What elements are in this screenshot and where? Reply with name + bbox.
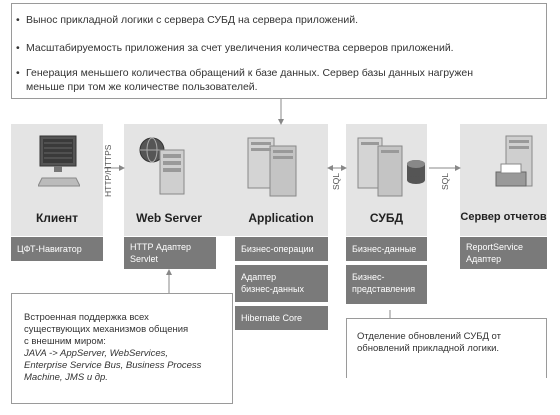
client-box: ЦФТ-Навигатор <box>11 237 103 261</box>
db-box-data: Бизнес-данные <box>346 237 427 261</box>
report-title: Сервер отчетов <box>460 211 547 223</box>
db-title: СУБД <box>369 211 404 225</box>
monitor-icon <box>38 135 80 187</box>
app-box-adapter: Адаптер бизнес-данных <box>235 265 328 302</box>
application-title: Application <box>248 211 314 225</box>
benefits-box: •Вынос прикладной логики с сервера СУБД … <box>11 3 547 99</box>
app-box-hibernate: Hibernate Core <box>235 306 328 330</box>
benefit-item: •Масштабируемость приложения за счет уве… <box>16 42 454 54</box>
app-box-operations: Бизнес-операции <box>235 237 328 261</box>
benefit-item-continuation: меньше при том же количестве пользовател… <box>26 81 258 93</box>
db-update-note: Отделение обновлений СУБД от обновлений … <box>346 318 547 378</box>
benefit-item: •Вынос прикладной логики с сервера СУБД … <box>16 14 358 26</box>
sql-label: SQL <box>331 172 341 190</box>
integration-note: Встроенная поддержка всех существующих м… <box>11 293 233 404</box>
client-title: Клиент <box>35 211 79 225</box>
web-box: HTTP Адаптер Servlet <box>124 237 216 269</box>
web-server-title: Web Server <box>136 211 202 225</box>
web-server-icon <box>139 137 185 195</box>
application-server-icon <box>247 137 297 197</box>
http-label: HTTP/HTTPS <box>103 144 113 197</box>
report-box: ReportService Адаптер <box>460 237 547 269</box>
report-server-icon <box>495 135 533 187</box>
db-box-views: Бизнес- представления <box>346 265 427 304</box>
sql-label: SQL <box>440 172 450 190</box>
database-server-icon <box>357 137 425 197</box>
benefit-item: •Генерация меньшего количества обращений… <box>16 67 474 79</box>
